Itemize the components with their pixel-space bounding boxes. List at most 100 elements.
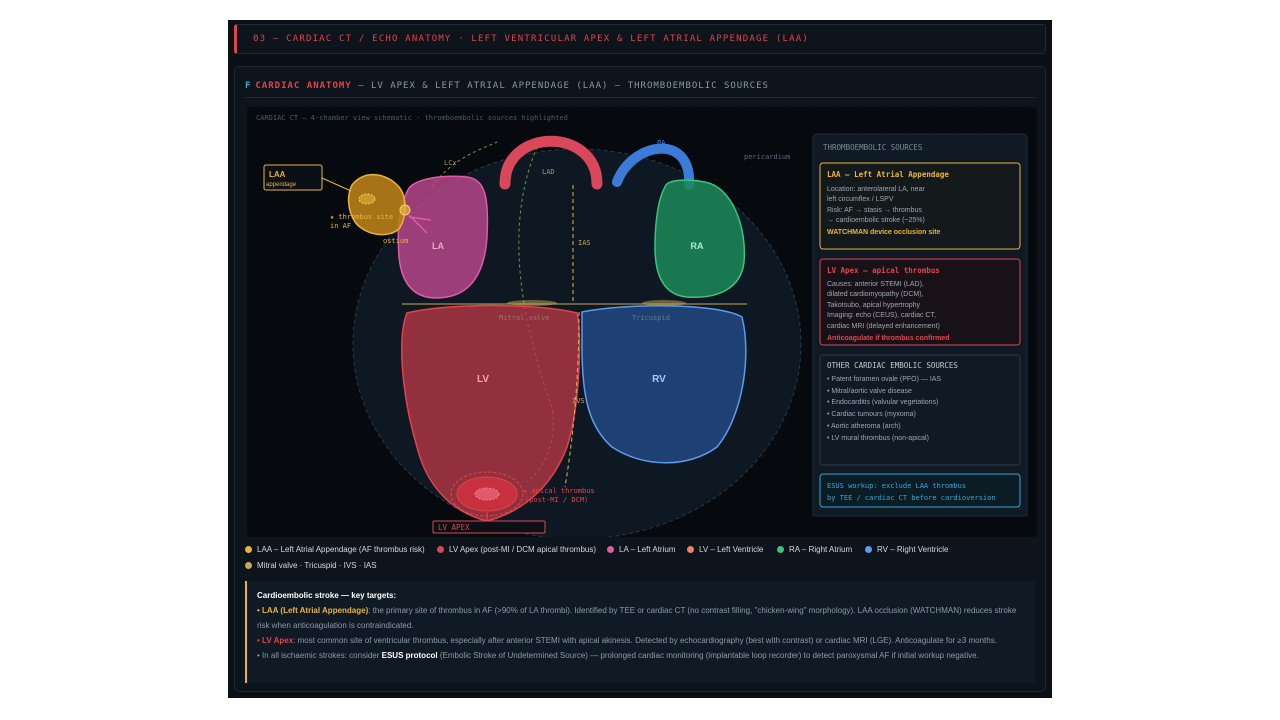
legend-label: LA – Left Atrium bbox=[619, 545, 676, 554]
mitral-valve bbox=[507, 300, 557, 306]
lv-card-line: cardiac MRI (delayed enhancement) bbox=[827, 323, 940, 330]
lcx-artery bbox=[431, 141, 498, 188]
laa-callout-box bbox=[263, 164, 323, 191]
note-key-term: ESUS protocol bbox=[381, 651, 438, 660]
note-bullet-marker: • bbox=[257, 606, 263, 615]
right-atrium bbox=[654, 179, 746, 298]
ivs-label: IVS bbox=[572, 397, 585, 405]
legend-swatch bbox=[687, 546, 694, 553]
legend-label: LAA – Left Atrial Appendage (AF thrombus… bbox=[257, 545, 425, 554]
laa-card-title: LAA — Left Atrial Appendage bbox=[827, 170, 949, 179]
left-ventricle bbox=[401, 304, 581, 522]
legend-swatch bbox=[245, 546, 252, 553]
laa-callout-subtitle: appendage bbox=[266, 182, 297, 188]
aorta-label: Aorta bbox=[529, 139, 550, 147]
panel-divider bbox=[245, 97, 1035, 98]
lv-card-line: Takotsubo, apical hypertrophy bbox=[827, 302, 920, 309]
laa-card-line: → cardioembolic stroke (~25%) bbox=[827, 217, 925, 224]
other-sources-card bbox=[819, 354, 1021, 466]
left-atrium bbox=[397, 175, 489, 299]
lv-card-line: Imaging: echo (CEUS), cardiac CT, bbox=[827, 312, 936, 319]
lv-label: LV bbox=[477, 374, 489, 385]
ias-label: IAS bbox=[578, 239, 591, 247]
laa-card-highlight: WATCHMAN device occlusion site bbox=[827, 229, 941, 236]
tricuspid-valve bbox=[642, 300, 686, 306]
legend-label: RV – Right Ventricle bbox=[877, 545, 949, 554]
note-key-term: LAA (Left Atrial Appendage) bbox=[262, 606, 369, 615]
legend-swatch bbox=[777, 546, 784, 553]
legend-item: LV Apex (post-MI / DCM apical thrombus) bbox=[437, 545, 596, 554]
other-card-title: OTHER CARDIAC EMBOLIC SOURCES bbox=[827, 361, 958, 370]
pericardium-label: pericardium bbox=[744, 153, 790, 161]
lv-apex-callout-box bbox=[432, 520, 546, 534]
note-bullet-lv-apex: • LV Apex: most common site of ventricul… bbox=[257, 633, 1025, 648]
lv-apex-callout-label: LV APEX bbox=[438, 523, 470, 532]
legend-swatch bbox=[607, 546, 614, 553]
laa-info-card bbox=[819, 162, 1021, 250]
section-title: 03 — CARDIAC CT / ECHO ANATOMY · LEFT VE… bbox=[253, 34, 809, 44]
lv-apex-info-card bbox=[819, 258, 1021, 346]
la-label: LA bbox=[432, 241, 444, 251]
legend-label: LV Apex (post-MI / DCM apical thrombus) bbox=[449, 545, 597, 554]
note-bullet-laa: • LAA (Left Atrial Appendage): the prima… bbox=[257, 603, 1025, 633]
note-bullet-marker: • In all ischaemic strokes: consider bbox=[257, 651, 382, 660]
heart-schematic-svg: CARDIAC CT — 4-chamber view schematic · … bbox=[247, 107, 1037, 537]
interventricular-septum bbox=[564, 311, 580, 488]
note-text: : most common site of ventricular thromb… bbox=[293, 636, 997, 645]
ra-label: RA bbox=[691, 241, 704, 251]
note-text: : the primary site of thrombus in AF (>9… bbox=[257, 606, 1017, 630]
lv-card-line: Causes: anterior STEMI (LAD), bbox=[827, 281, 924, 288]
laa-card-line: Location: anterolateral LA, near bbox=[827, 186, 925, 193]
other-source-item: • LV mural thrombus (non-apical) bbox=[827, 435, 929, 442]
legend-item: RV – Right Ventricle bbox=[865, 545, 948, 554]
rv-label: RV bbox=[652, 374, 666, 385]
sidebar-title: THROMBOEMBOLIC SOURCES bbox=[823, 143, 923, 152]
legend-item: Mitral valve · Tricuspid · IVS · IAS bbox=[245, 561, 377, 570]
note-bullet-esus: • In all ischaemic strokes: consider ESU… bbox=[257, 648, 1025, 663]
note-text: (Embolic Stroke of Undetermined Source) … bbox=[437, 651, 979, 660]
other-source-item: • Patent foramen ovale (PFO) — IAS bbox=[827, 376, 941, 383]
lv-card-highlight: Anticoagulate if thrombus confirmed bbox=[827, 335, 950, 342]
right-ventricle bbox=[581, 305, 747, 464]
panel-title-highlight: CARDIAC ANATOMY bbox=[255, 81, 352, 91]
thrombus-site-label-2: in AF bbox=[330, 222, 351, 230]
esus-card bbox=[819, 473, 1021, 508]
other-source-item: • Mitral/aortic valve disease bbox=[827, 388, 912, 395]
panel-marker: F bbox=[245, 81, 252, 91]
laa-callout-title: LAA bbox=[269, 170, 286, 179]
left-atrial-appendage bbox=[347, 174, 406, 236]
diagram-caption: CARDIAC CT — 4-chamber view schematic · … bbox=[256, 114, 568, 122]
legend-label: LV – Left Ventricle bbox=[699, 545, 764, 554]
laa-ostium-link-2 bbox=[408, 216, 432, 221]
lad-artery bbox=[518, 146, 554, 483]
laa-thrombus bbox=[358, 193, 376, 205]
esus-line: by TEE / cardiac CT before cardioversion bbox=[827, 494, 996, 502]
tricuspid-label: Tricuspid bbox=[632, 314, 670, 322]
heart-diagram: CARDIAC CT — 4-chamber view schematic · … bbox=[247, 107, 1037, 537]
legend-item: RA – Right Atrium bbox=[777, 545, 852, 554]
ostium-label: ostium bbox=[383, 237, 408, 245]
section-header: 03 — CARDIAC CT / ECHO ANATOMY · LEFT VE… bbox=[234, 24, 1046, 54]
other-source-item: • Endocarditis (valvular vegetations) bbox=[827, 399, 938, 406]
lcx-label: LCx bbox=[444, 159, 457, 167]
lad-label: LAD bbox=[542, 168, 555, 176]
legend-swatch bbox=[865, 546, 872, 553]
other-source-item: • Cardiac tumours (myxoma) bbox=[827, 411, 916, 418]
laa-card-line: left circumflex / LSPV bbox=[827, 196, 894, 203]
legend-swatch bbox=[437, 546, 444, 553]
thrombus-site-label-1: ★ thrombus site bbox=[330, 213, 393, 221]
panel-title-rest: — LV APEX & LEFT ATRIAL APPENDAGE (LAA) … bbox=[351, 81, 769, 91]
clinical-note: Cardioembolic stroke — key targets: • LA… bbox=[245, 581, 1035, 683]
legend-swatch bbox=[245, 562, 252, 569]
laa-card-line: Risk: AF → stasis → thrombus bbox=[827, 207, 922, 214]
pa-label: PA bbox=[657, 139, 666, 147]
aorta-vessel bbox=[499, 135, 603, 190]
apical-thrombus-label-1: ★ apical thrombus bbox=[523, 487, 595, 495]
note-heading: Cardioembolic stroke — key targets: bbox=[257, 591, 397, 600]
lv-card-title: LV Apex — apical thrombus bbox=[827, 266, 940, 275]
esus-line: ESUS workup: exclude LAA thrombus bbox=[827, 482, 966, 490]
other-source-item: • Aortic atheroma (arch) bbox=[827, 423, 901, 430]
mitral-valve-label: Mitral valve bbox=[499, 314, 550, 322]
